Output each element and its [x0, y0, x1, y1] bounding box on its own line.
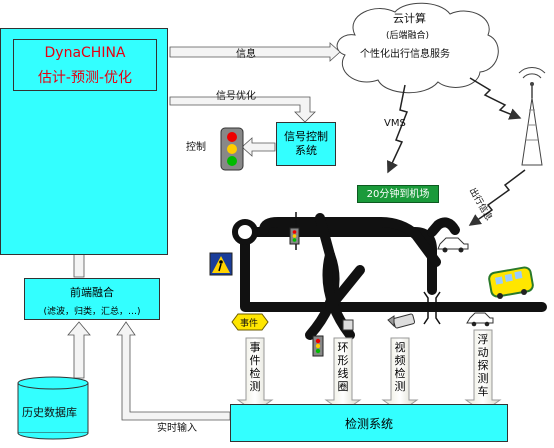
main-subtitle: 估计-预测-优化 — [37, 70, 133, 86]
probe-car-icon — [466, 312, 494, 327]
vms-sign-text: 20分钟到机场 — [366, 189, 430, 200]
signal-control-box: 信号控制 系统 — [276, 122, 336, 166]
signal-control-line1: 信号控制 — [284, 130, 328, 143]
info-label: 信息 — [236, 49, 256, 60]
cloud-service: 个性化出行信息服务 — [360, 49, 450, 60]
db-to-fusion-arrow — [67, 321, 91, 379]
vms-sign: 20分钟到机场 — [357, 185, 439, 203]
detector-label-video: 视频检测 — [394, 341, 406, 393]
detector-label-probe: 浮动探测车 — [477, 333, 489, 398]
info-arrow — [169, 42, 341, 62]
pedestrian-sign-icon — [209, 252, 233, 276]
fusion-detail: (滤波，归类，汇总，…) — [43, 307, 141, 317]
roundabout — [232, 219, 258, 245]
detector-label-loop: 环形线圈 — [337, 341, 349, 393]
database-cylinder — [17, 376, 89, 440]
main-system-panel: DynaCHINA 估计-预测-优化 — [0, 28, 168, 255]
database-label: 历史数据库 — [22, 406, 77, 419]
front-fusion-box: 前端融合 (滤波，归类，汇总，…) — [24, 278, 160, 320]
traffic-light-icon — [220, 127, 244, 171]
control-label: 控制 — [186, 142, 206, 153]
main-title-box: DynaCHINA 估计-预测-优化 — [13, 39, 157, 91]
incident-sign-icon — [231, 313, 269, 331]
road-traffic-light-icon — [289, 227, 300, 245]
detector-label-incident: 事件检测 — [249, 341, 261, 393]
loop-traffic-light-icon — [312, 335, 324, 357]
loop-sensor-icon — [342, 319, 354, 331]
signal-opt-label: 信号优化 — [216, 91, 256, 102]
realtime-input-label: 实时输入 — [157, 423, 197, 434]
control-arrow — [241, 137, 276, 157]
wireless-link-cloud — [469, 77, 522, 120]
radio-tower-icon — [518, 67, 546, 166]
video-camera-icon — [387, 313, 416, 329]
detection-system-label: 检测系统 — [344, 417, 393, 431]
realtime-input-arrow — [116, 321, 231, 421]
vms-link — [387, 84, 408, 174]
signal-opt-arrow — [169, 96, 316, 123]
travel-info-link — [468, 169, 526, 226]
fusion-title: 前端融合 — [70, 286, 114, 299]
incident-sign-text: 事件 — [240, 319, 259, 329]
signal-control-line2: 系统 — [295, 144, 317, 157]
main-title: DynaCHINA — [44, 45, 126, 61]
bus-icon — [488, 266, 534, 299]
detection-system-box: 检测系统 — [230, 404, 508, 442]
car-icon — [437, 237, 469, 253]
vms-label: VMS — [384, 118, 406, 129]
cloud-title: 云计算 — [393, 12, 426, 25]
cloud-shape — [336, 2, 499, 94]
cloud-subtitle: (后端融合) — [386, 31, 430, 41]
detector-arrows — [236, 329, 502, 413]
